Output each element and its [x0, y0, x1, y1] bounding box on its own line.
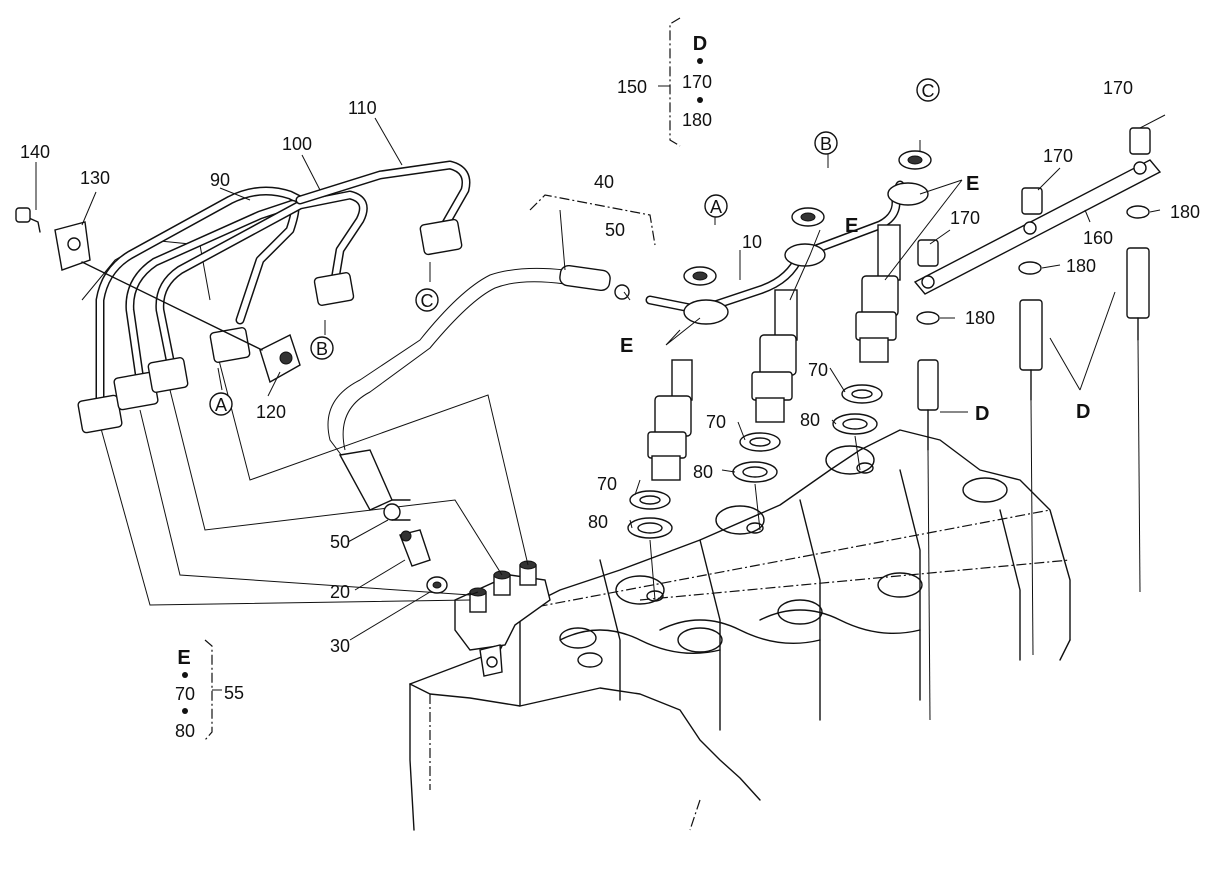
callout-30: 30: [330, 636, 350, 656]
fitting-20-30: [399, 529, 448, 594]
part-callouts: 10 20 30 40 50 50 70 70 70 80 80 80 90 1…: [20, 78, 1200, 656]
callout-70-b: 70: [706, 412, 726, 432]
kit-55-item-80: 80: [175, 721, 195, 741]
callout-80-a: 80: [588, 512, 608, 532]
callout-130: 130: [80, 168, 110, 188]
kit-brackets: [204, 17, 681, 741]
marker-c-pipe: [415, 288, 439, 312]
cylinder-head: [409, 429, 1071, 831]
callout-10: 10: [742, 232, 762, 252]
callout-160: 160: [1083, 228, 1113, 248]
callout-50-top: 50: [605, 220, 625, 240]
marker-a-pipe-text: A: [215, 395, 227, 415]
kit-150-item-180: 180: [682, 110, 712, 130]
callout-170-a: 170: [1103, 78, 1133, 98]
kit-150-number: 150: [617, 77, 647, 97]
marker-a-nozzle-text: A: [710, 197, 722, 217]
callout-180-b: 180: [1066, 256, 1096, 276]
callout-80-c: 80: [800, 410, 820, 430]
injection-pump: [454, 560, 551, 677]
callout-120: 120: [256, 402, 286, 422]
marker-b-nozzle: [814, 131, 838, 155]
callout-90: 90: [210, 170, 230, 190]
callout-110: 110: [348, 98, 377, 118]
marker-c-nozzle: [916, 78, 940, 102]
clamp-parts: [15, 207, 301, 384]
kit-150-letter: D: [693, 33, 707, 55]
marker-b-nozzle-text: B: [820, 134, 832, 154]
marker-a-pipe: [209, 392, 233, 416]
letter-d-2: D: [1076, 401, 1090, 423]
group-letters: E E E D D: [620, 173, 1090, 425]
kit-55-item-70: 70: [175, 684, 195, 704]
callout-70-a: 70: [597, 474, 617, 494]
kit-150-legend: D 170 180 150: [617, 33, 712, 130]
marker-c-pipe-text: C: [421, 291, 434, 311]
callout-70-c: 70: [808, 360, 828, 380]
leader-lines: [35, 114, 1166, 641]
callout-100: 100: [282, 134, 312, 154]
marker-a-nozzle: [704, 194, 728, 218]
letter-e-1: E: [620, 335, 633, 357]
reference-markers: A B C A B C: [209, 78, 940, 416]
kit-150-item-170: 170: [682, 72, 712, 92]
kit-55-number: 55: [224, 683, 244, 703]
letter-e-3: E: [966, 173, 979, 195]
kit-55-letter: E: [177, 647, 190, 669]
callout-180-a: 180: [1170, 202, 1200, 222]
marker-b-pipe: [310, 336, 334, 360]
callout-80-b: 80: [693, 462, 713, 482]
callout-50-left: 50: [330, 532, 350, 552]
callout-140: 140: [20, 142, 50, 162]
marker-b-pipe-text: B: [316, 339, 328, 359]
callout-40: 40: [594, 172, 614, 192]
injection-nozzles: [627, 150, 932, 601]
glow-plug-set: [913, 127, 1162, 721]
callout-170-b: 170: [1043, 146, 1073, 166]
marker-c-nozzle-text: C: [922, 81, 935, 101]
callout-170-c: 170: [950, 208, 980, 228]
callout-180-c: 180: [965, 308, 995, 328]
letter-e-2: E: [845, 215, 858, 237]
callout-20: 20: [330, 582, 350, 602]
injection-pipes-left: [77, 160, 471, 434]
letter-d-1: D: [975, 403, 989, 425]
kit-55-legend: E 70 80 55: [175, 647, 244, 741]
